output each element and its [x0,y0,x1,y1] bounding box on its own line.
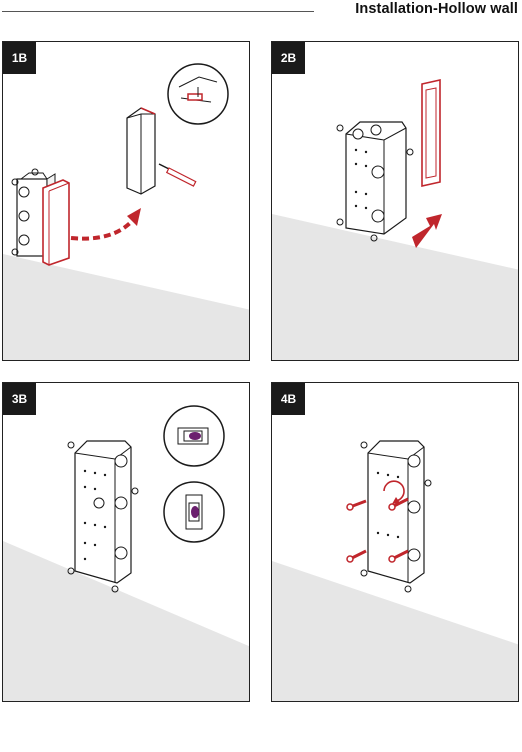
step-badge: 2B [272,42,305,74]
spirit-level-icon [163,405,225,467]
mounting-box-icon [360,440,432,593]
header-rule [2,11,314,12]
spirit-level-icon [163,481,225,543]
screw-icon [388,549,409,563]
mounting-box-icon [336,121,414,242]
curved-arrow-icon [70,208,141,241]
step-panel-4b: 4B [271,382,519,702]
step-panel-3b: 3B [2,382,250,702]
step-badge: 3B [3,383,36,415]
step-4b-illustration [272,440,518,701]
step-badge: 1B [3,42,36,74]
page-title: Installation-Hollow wall [355,1,518,17]
step-badge: 4B [272,383,305,415]
step-2b-illustration [272,79,518,360]
screw-icon [388,497,409,511]
step-panel-1b: 1B [2,41,250,361]
screw-icon [346,499,367,511]
cover-plate-icon [421,79,441,187]
cover-plate-icon [42,179,70,266]
rotate-arrow-icon [383,480,405,504]
detail-circle [167,63,229,125]
screw-icon [346,549,367,563]
cover-plate-icon [126,107,156,195]
straight-arrow-icon [412,214,442,248]
step-panel-2b: 2B [271,41,519,361]
step-3b-illustration [3,405,249,701]
mounting-box-icon [67,440,139,593]
screwdriver-icon [158,163,197,187]
step-1b-illustration [3,63,249,360]
